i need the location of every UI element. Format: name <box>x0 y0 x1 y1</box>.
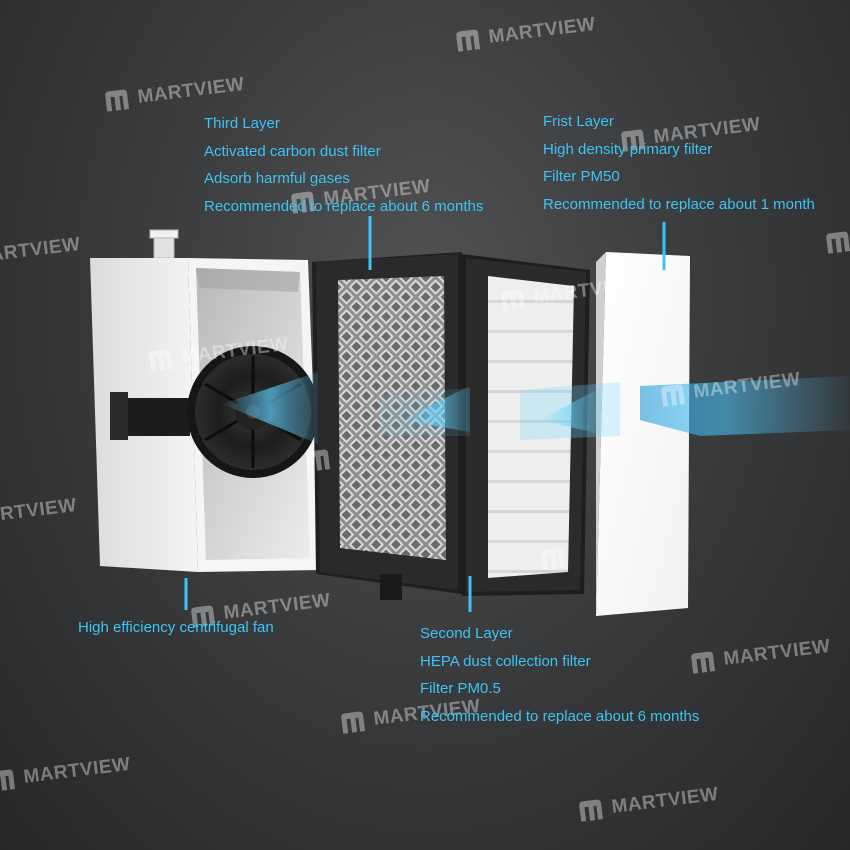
martview-logo-icon <box>0 769 16 792</box>
watermark: MARTVIEW <box>659 368 802 409</box>
watermark: MARTVIEW <box>619 113 762 154</box>
third-layer-caption: Third Layer Activated carbon dust filter… <box>204 110 483 220</box>
watermark: MARTVIEW <box>689 635 832 676</box>
second-layer-title: Second Layer <box>420 625 513 642</box>
airflow-arrow-icon <box>222 372 850 444</box>
third-layer-function: Adsorb harmful gases <box>204 170 350 187</box>
first-layer-type: High density primary filter <box>543 140 713 158</box>
watermark: MARTVIEW <box>189 589 332 630</box>
watermark: MARTVIEW <box>499 273 642 314</box>
martview-logo-icon <box>191 605 216 628</box>
martview-logo-icon <box>291 191 316 214</box>
martview-logo-icon <box>341 711 366 734</box>
watermark: MARTVIEW <box>0 753 132 794</box>
leader-line-icon <box>184 216 666 612</box>
watermark: MARTVIEW <box>289 175 432 216</box>
third-layer-replacement: Recommended to replace about 6 months <box>204 197 484 215</box>
watermark <box>824 228 850 256</box>
watermark: MARTVIEW <box>103 73 246 114</box>
second-layer-replacement: Recommended to replace about 6 months <box>420 707 700 725</box>
second-layer-caption: Second Layer HEPA dust collection filter… <box>420 620 699 730</box>
first-layer-replacement: Recommended to replace about 1 month <box>543 195 815 213</box>
fan-label: High efficiency centrifugal fan <box>78 619 274 636</box>
third-layer-type: Activated carbon dust filter <box>204 142 381 160</box>
martview-logo-icon <box>105 89 130 112</box>
watermark <box>304 446 341 474</box>
first-layer-caption: Frist Layer High density primary filter … <box>543 108 815 218</box>
watermark: MARTVIEW <box>577 783 720 824</box>
watermark <box>539 544 576 572</box>
primary-filter-pad <box>596 252 690 616</box>
watermark: MARTVIEW <box>454 13 597 54</box>
first-layer-title: Frist Layer <box>543 113 614 130</box>
martview-logo-icon <box>501 289 526 312</box>
watermark: MARTVIEW <box>339 695 482 736</box>
martview-logo-icon <box>456 29 481 52</box>
carbon-filter <box>312 252 462 600</box>
first-layer-rating: Filter PM50 <box>543 168 620 185</box>
martview-logo-icon <box>579 799 604 822</box>
martview-logo-icon <box>306 449 331 472</box>
hepa-filter <box>462 254 590 596</box>
fan-caption: High efficiency centrifugal fan <box>78 614 274 642</box>
second-layer-type: HEPA dust collection filter <box>420 652 591 670</box>
second-layer-rating: Filter PM0.5 <box>420 680 501 697</box>
martview-logo-icon <box>826 231 850 254</box>
martview-logo-icon <box>661 384 686 407</box>
watermark: MARTVIEW <box>147 333 290 374</box>
martview-logo-icon <box>149 349 174 372</box>
martview-logo-icon <box>621 129 646 152</box>
martview-logo-icon <box>541 547 566 570</box>
third-layer-title: Third Layer <box>204 115 280 132</box>
martview-logo-icon <box>691 651 716 674</box>
